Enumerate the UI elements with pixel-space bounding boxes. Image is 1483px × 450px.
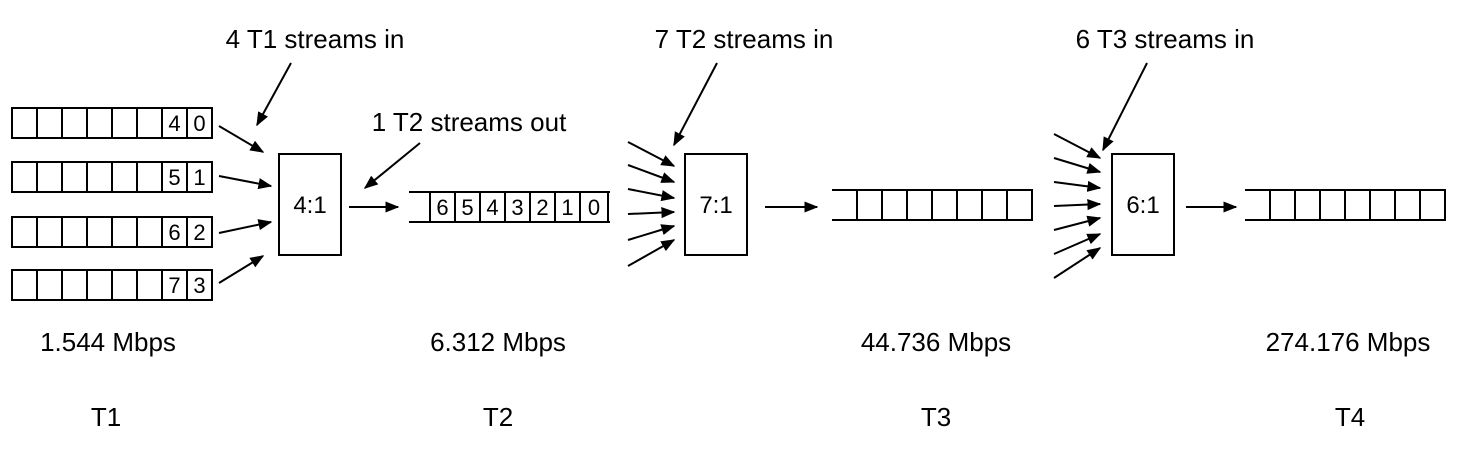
queue-cell: 4 — [486, 195, 498, 220]
t1-queue-1: 4 0 — [11, 107, 213, 139]
t3-streams-in-pointer — [1102, 62, 1148, 152]
queue-cell: 5 — [168, 165, 180, 190]
queue-cell: 0 — [588, 195, 600, 220]
t1-input-arrows — [218, 125, 273, 284]
queue-cell: 2 — [193, 220, 205, 245]
mux-ratio: 6:1 — [1126, 192, 1159, 219]
t2-streams-out-label: 1 T2 streams out — [372, 107, 567, 137]
t4-queue — [1245, 189, 1446, 221]
queue-cell: 6 — [168, 220, 180, 245]
t1-streams-in-pointer — [256, 62, 292, 127]
t2-level-name: T2 — [483, 402, 513, 432]
t3-rate: 44.736 Mbps — [861, 327, 1011, 357]
t1-queue-3: 6 2 — [11, 216, 213, 248]
t2-streams-in-pointer — [673, 62, 718, 147]
t3-queue — [832, 189, 1033, 221]
queue-cell: 0 — [193, 111, 205, 136]
queue-cell: 5 — [461, 195, 473, 220]
mux-6-to-1: 6:1 — [1111, 153, 1175, 256]
queue-cell: 2 — [536, 195, 548, 220]
t2-streams-in-label: 7 T2 streams in — [655, 24, 834, 54]
t1-streams-in-label: 4 T1 streams in — [226, 24, 405, 54]
mux-ratio: 4:1 — [293, 192, 326, 219]
t2-rate: 6.312 Mbps — [430, 327, 566, 357]
t4-rate: 274.176 Mbps — [1266, 327, 1431, 357]
queue-cell: 4 — [168, 111, 180, 136]
mux-4-to-1: 4:1 — [278, 153, 342, 256]
t3-level-name: T3 — [921, 402, 951, 432]
t1-queue-4: 7 3 — [11, 269, 213, 301]
t1-level-name: T1 — [91, 402, 121, 432]
t2-input-arrows — [627, 141, 676, 267]
queue-cell: 1 — [193, 165, 205, 190]
queue-cell: 6 — [436, 195, 448, 220]
mux-7-to-1: 7:1 — [684, 153, 748, 256]
t3-streams-in-label: 6 T3 streams in — [1076, 24, 1255, 54]
t4-level-name: T4 — [1335, 402, 1365, 432]
t3-input-arrows — [1053, 133, 1102, 279]
queue-cell: 7 — [168, 273, 180, 298]
t1-rate: 1.544 Mbps — [40, 327, 176, 357]
t2-queue: 6 5 4 3 2 1 0 — [409, 191, 610, 223]
queue-cell: 3 — [193, 273, 205, 298]
queue-cell: 1 — [561, 195, 573, 220]
queue-cell: 3 — [511, 195, 523, 220]
t1-queue-2: 5 1 — [11, 161, 213, 193]
mux-ratio: 7:1 — [699, 192, 732, 219]
t2-streams-out-pointer — [363, 142, 421, 189]
